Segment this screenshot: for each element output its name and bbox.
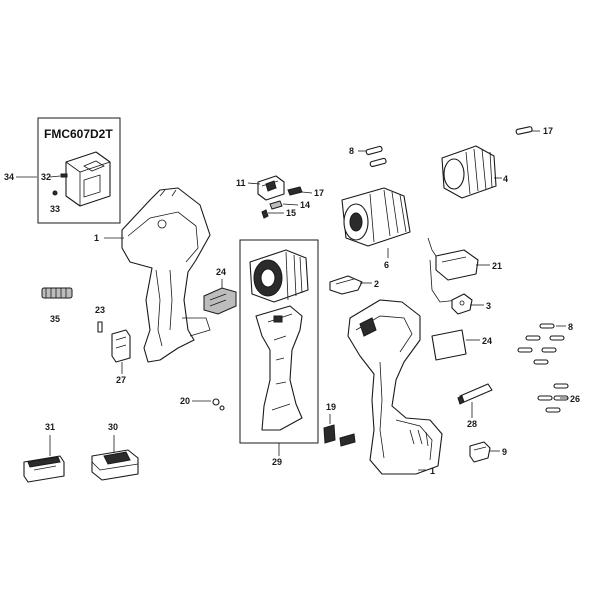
callout-4: 6 xyxy=(384,260,389,270)
callout-31: 29 xyxy=(272,457,282,467)
pins-8-top xyxy=(365,145,387,168)
callout-34: 34 xyxy=(4,172,14,182)
battery-terminal xyxy=(41,287,73,299)
part-14 xyxy=(261,209,269,219)
part-9 xyxy=(469,441,491,463)
callout-28: 28 xyxy=(467,419,477,429)
callout-24: 24 xyxy=(482,336,492,346)
callout-22: 23 xyxy=(95,305,105,315)
callout-19: 19 xyxy=(326,402,336,412)
springs-19 xyxy=(323,424,356,447)
callout-30: 31 xyxy=(45,422,55,432)
chuck xyxy=(441,145,497,199)
screws-8-right xyxy=(517,323,565,365)
label-24 xyxy=(431,329,467,361)
callout-6: 4 xyxy=(503,174,508,184)
charger xyxy=(91,449,139,481)
callout-1-right: 1 xyxy=(430,466,435,476)
callout-11: 11 xyxy=(236,178,246,188)
callout-2: 2 xyxy=(374,279,379,289)
spring-15 xyxy=(287,186,303,196)
motor xyxy=(249,249,309,303)
callout-20: 20 xyxy=(180,396,190,406)
callout-9: 9 xyxy=(502,447,507,457)
callout-35: 35 xyxy=(50,314,60,324)
housing-left-half xyxy=(121,187,211,363)
model-title: FMC607D2T xyxy=(44,127,113,141)
gearbox xyxy=(341,187,411,247)
callout-17: 17 xyxy=(543,126,553,136)
carry-case xyxy=(65,151,111,207)
callout-27: 27 xyxy=(116,375,126,385)
housing-right-half xyxy=(347,299,443,475)
callout-1-left: 1 xyxy=(94,233,99,243)
direction-switch xyxy=(203,287,237,315)
part-3 xyxy=(451,293,473,315)
battery-pack xyxy=(23,455,65,483)
part-32 xyxy=(60,173,68,178)
callout-8-top: 8 xyxy=(349,146,354,156)
bit-holder xyxy=(457,383,493,405)
part-33 xyxy=(52,190,58,196)
callout-21: 21 xyxy=(492,261,502,271)
callout-23: 24 xyxy=(216,267,226,277)
callout-32: 32 xyxy=(41,172,51,182)
led-board xyxy=(427,237,479,303)
callout-15: 17 xyxy=(314,188,324,198)
screw-20 xyxy=(212,398,220,406)
callout-8-right: 8 xyxy=(568,322,573,332)
part-2 xyxy=(329,275,363,295)
callout-13: 14 xyxy=(300,200,310,210)
kit-frame xyxy=(37,117,121,224)
kit-case-group: FMC607D2T 32 33 34 xyxy=(4,117,121,224)
handle-pcb xyxy=(255,305,303,431)
screw-17 xyxy=(515,126,533,135)
callout-33: 33 xyxy=(50,204,60,214)
part-13 xyxy=(269,200,283,210)
callout-26: 26 xyxy=(570,394,580,404)
callout-14: 15 xyxy=(286,208,296,218)
callout-29: 30 xyxy=(108,422,118,432)
belt-clip xyxy=(111,329,131,363)
callout-3: 3 xyxy=(486,301,491,311)
pin-22 xyxy=(97,321,103,333)
